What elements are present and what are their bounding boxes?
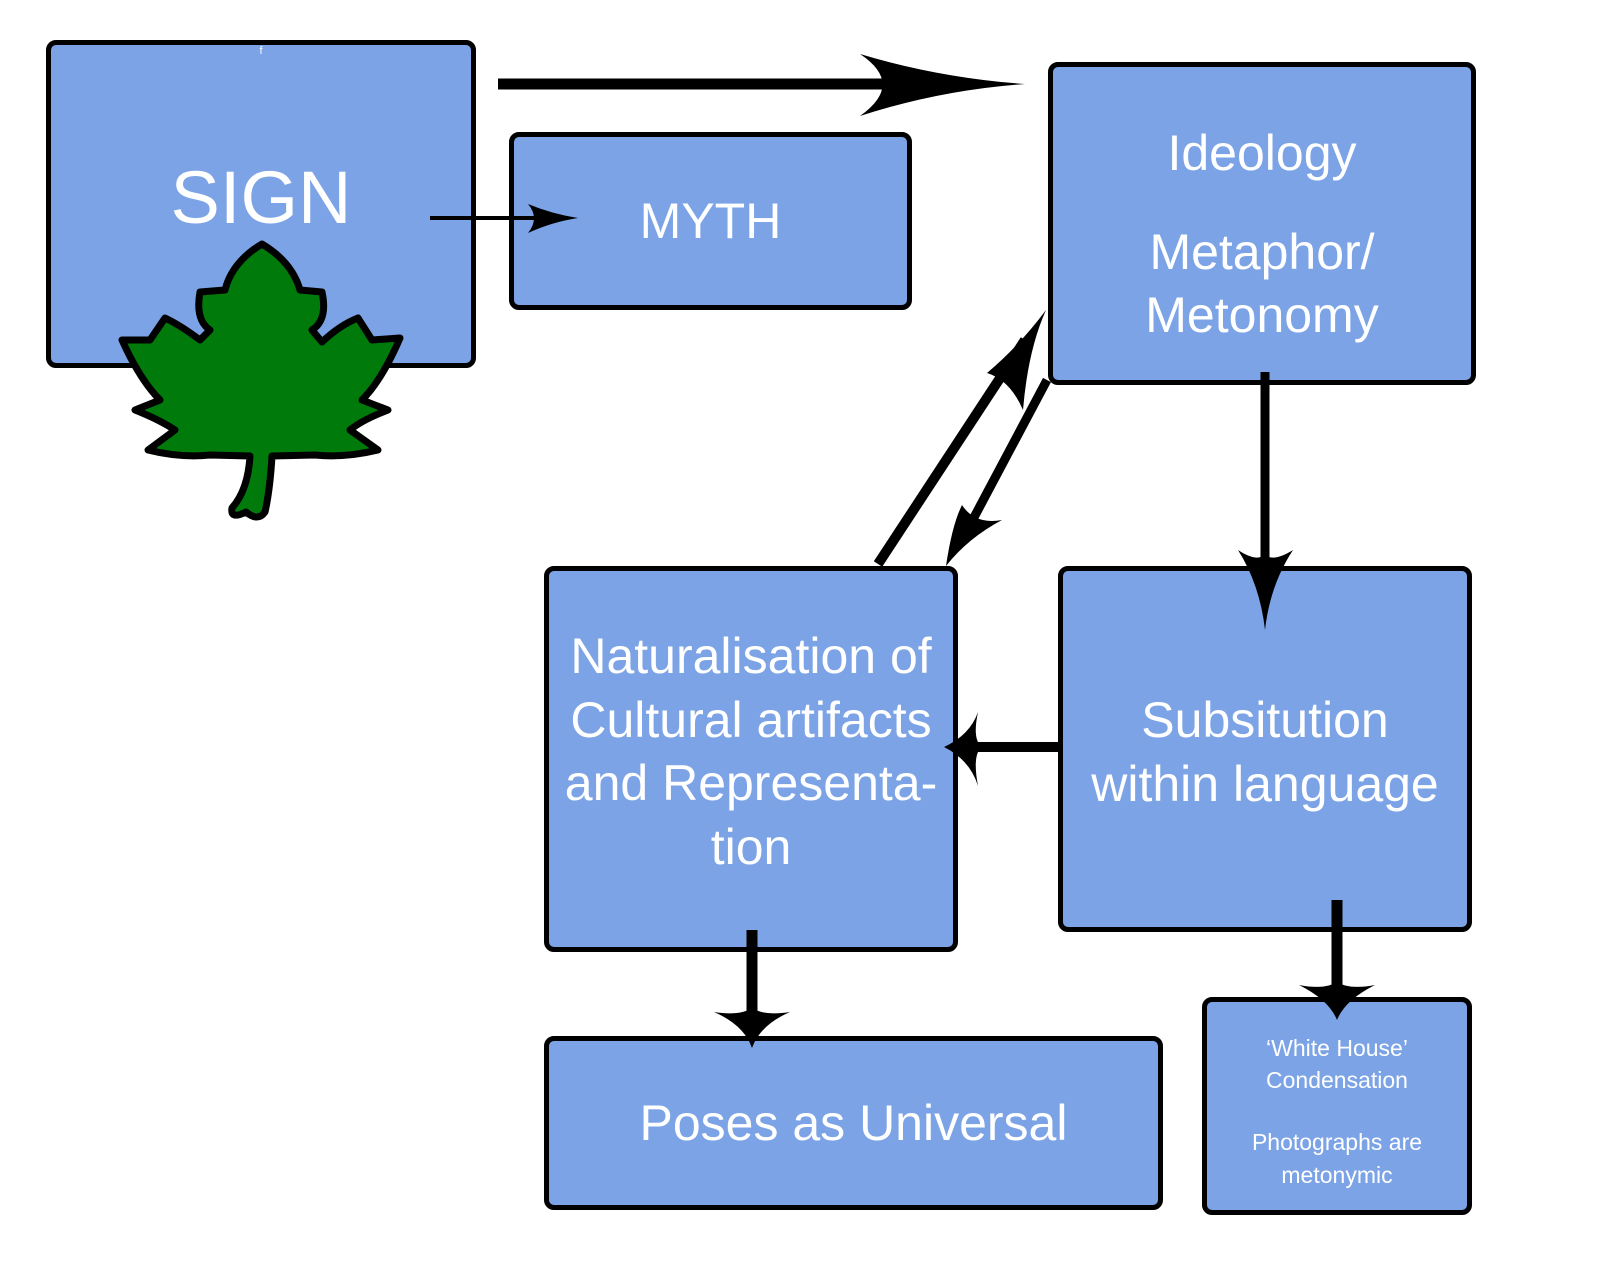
- myth-node: MYTH: [509, 132, 912, 310]
- arrow-naturalisation-to-universal: [714, 930, 790, 1048]
- arrow-sign-to-ideology: [498, 54, 1025, 116]
- metaphor-metonomy-label: Metaphor/ Metonomy: [1145, 224, 1379, 343]
- sign-small-mark: f: [259, 45, 263, 57]
- maple-leaf-icon: [118, 240, 404, 521]
- myth-label: MYTH: [639, 193, 782, 249]
- substitution-label: Subsitution within language: [1091, 692, 1439, 812]
- naturalisation-node: Naturalisation of Cultural artifacts and…: [544, 566, 958, 952]
- ideology-label: Ideology: [1167, 125, 1357, 181]
- universal-node: Poses as Universal: [544, 1036, 1163, 1210]
- white-house-condensation-label: ‘White House’ Condensation: [1266, 1035, 1408, 1094]
- arrow-naturalisation-to-ideology: [873, 310, 1046, 567]
- photographs-metonymic-label: Photographs are metonymic: [1251, 1129, 1423, 1188]
- sign-label: SIGN: [170, 156, 352, 240]
- arrow-ideology-to-naturalisation: [946, 377, 1051, 566]
- arrow-substitution-to-naturalisation: [944, 712, 1058, 786]
- arrow-ideology-to-substitution: [1238, 372, 1293, 630]
- arrow-substitution-to-white-house: [1299, 900, 1375, 1020]
- arrow-sign-to-myth: [430, 204, 578, 233]
- ideology-node: Ideology Metaphor/ Metonomy: [1048, 62, 1476, 385]
- naturalisation-label: Naturalisation of Cultural artifacts and…: [564, 628, 938, 875]
- universal-label: Poses as Universal: [639, 1095, 1068, 1151]
